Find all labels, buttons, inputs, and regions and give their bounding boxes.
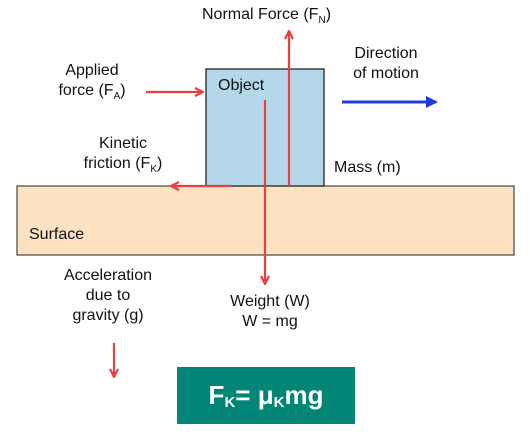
direction-of-motion-label: Direction of motion xyxy=(353,45,419,82)
acceleration-label: Acceleration due to gravity (g) xyxy=(63,267,153,324)
kinetic-friction-label: Kinetic friction (FK) xyxy=(83,135,163,175)
applied-force-label: Applied force (FA) xyxy=(58,62,126,102)
mass-label: Mass (m) xyxy=(334,159,401,176)
weight-label: Weight (W) W = mg xyxy=(230,293,310,330)
object-label: Object xyxy=(218,77,265,94)
surface-label: Surface xyxy=(29,226,85,243)
normal-force-label: Normal Force (FN) xyxy=(202,6,332,26)
